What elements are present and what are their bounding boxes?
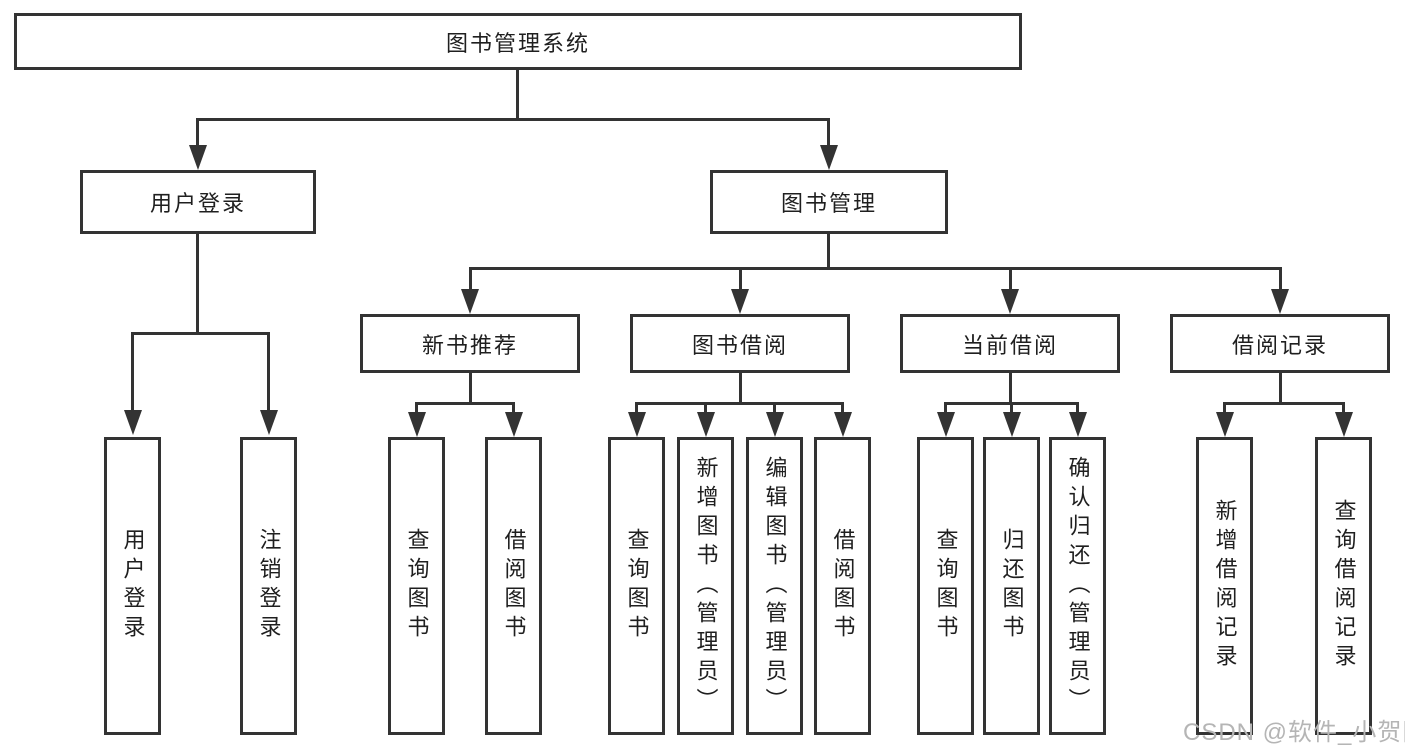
node-current-borrowing-label: 当前借阅 — [961, 332, 1058, 358]
node-book-borrowing-label: 图书借阅 — [691, 332, 788, 358]
connector-shaft-g3-3 — [773, 402, 776, 414]
arrowhead-g3-query-books — [628, 412, 646, 437]
connector-level3-shaft-4 — [1279, 267, 1282, 291]
connector-shaft-g5-2 — [1342, 402, 1345, 414]
node-new-book-recommendation: 新书推荐 — [360, 314, 580, 373]
leaf-query-books-recommend: 查询图书 — [388, 437, 445, 735]
connector-shaft-g4-3 — [1076, 402, 1079, 414]
node-user-login: 用户登录 — [80, 170, 316, 234]
leaf-query-books-recommend-label: 查询图书 — [404, 528, 430, 644]
arrowhead-g3-add-book — [697, 412, 715, 437]
connector-book-management-stem — [827, 234, 830, 270]
arrowhead-book-management — [820, 145, 838, 170]
leaf-borrow-books-recommend: 借阅图书 — [485, 437, 542, 735]
connector-level3-shaft-3 — [1009, 267, 1012, 291]
arrowhead-g5-query-record — [1335, 412, 1353, 437]
connector-borrowing-records-splitter — [1223, 402, 1345, 405]
node-borrowing-records-label: 借阅记录 — [1231, 332, 1328, 358]
connector-root-stem — [516, 70, 519, 120]
connector-user-login-stem — [196, 234, 199, 334]
leaf-logout: 注销登录 — [240, 437, 297, 735]
connector-shaft-g3-1 — [635, 402, 638, 414]
connector-user-login-splitter — [131, 332, 270, 335]
leaf-query-books-borrowing: 查询图书 — [608, 437, 665, 735]
leaf-borrow-books-recommend-label: 借阅图书 — [501, 528, 527, 644]
connector-current-borrowing-stem — [1009, 373, 1012, 405]
csdn-watermark: CSDN @软件_小贺同学 — [1183, 719, 1405, 746]
node-borrowing-records: 借阅记录 — [1170, 314, 1390, 373]
connector-user-login-shaft-1 — [131, 332, 134, 410]
leaf-query-borrow-record: 查询借阅记录 — [1315, 437, 1372, 735]
connector-level2-shaft-left — [196, 118, 199, 148]
arrowhead-leaf-user-login — [124, 410, 142, 435]
leaf-edit-book-admin-label: 编辑图书（管理员） — [762, 455, 788, 717]
node-book-borrowing: 图书借阅 — [630, 314, 850, 373]
connector-level3-shaft-2 — [739, 267, 742, 291]
connector-book-borrowing-stem — [739, 373, 742, 405]
arrowhead-current-borrowing — [1001, 289, 1019, 314]
arrowhead-g2-borrow-books — [505, 412, 523, 437]
connector-user-login-shaft-2 — [267, 332, 270, 410]
connector-shaft-g2-2 — [512, 402, 515, 414]
connector-new-book-stem — [469, 373, 472, 405]
arrowhead-g3-edit-book — [766, 412, 784, 437]
connector-level3-splitter — [469, 267, 1282, 270]
arrowhead-g3-borrow-books — [834, 412, 852, 437]
arrowhead-borrowing-records — [1271, 289, 1289, 314]
leaf-logout-label: 注销登录 — [256, 528, 282, 644]
connector-level2-shaft-right — [827, 118, 830, 148]
arrowhead-new-book-recommendation — [461, 289, 479, 314]
connector-shaft-g5-1 — [1223, 402, 1226, 414]
node-current-borrowing: 当前借阅 — [900, 314, 1120, 373]
leaf-confirm-return-admin: 确认归还（管理员） — [1049, 437, 1106, 735]
node-book-management: 图书管理 — [710, 170, 948, 234]
leaf-add-book-admin: 新增图书（管理员） — [677, 437, 734, 735]
connector-level2-splitter — [196, 118, 830, 121]
connector-book-borrowing-splitter — [635, 402, 844, 405]
leaf-return-book-label: 归还图书 — [999, 528, 1025, 644]
leaf-return-book: 归还图书 — [983, 437, 1040, 735]
leaf-borrow-books-borrowing-label: 借阅图书 — [830, 528, 856, 644]
leaf-query-books-current: 查询图书 — [917, 437, 974, 735]
arrowhead-g2-query-books — [408, 412, 426, 437]
node-book-management-label: 图书管理 — [780, 191, 877, 216]
connector-level3-shaft-1 — [469, 267, 472, 291]
node-root-label: 图书管理系统 — [445, 30, 590, 56]
connector-shaft-g4-1 — [944, 402, 947, 414]
node-root: 图书管理系统 — [14, 13, 1022, 70]
leaf-query-borrow-record-label: 查询借阅记录 — [1331, 499, 1357, 673]
arrowhead-g4-query-books — [937, 412, 955, 437]
leaf-query-books-current-label: 查询图书 — [933, 528, 959, 644]
arrowhead-g4-confirm-return — [1069, 412, 1087, 437]
connector-borrowing-records-stem — [1279, 373, 1282, 405]
leaf-add-book-admin-label: 新增图书（管理员） — [693, 455, 719, 717]
arrowhead-book-borrowing — [731, 289, 749, 314]
arrowhead-leaf-logout — [260, 410, 278, 435]
arrowhead-g5-add-record — [1216, 412, 1234, 437]
leaf-confirm-return-admin-label: 确认归还（管理员） — [1065, 455, 1091, 717]
connector-new-book-splitter — [415, 402, 515, 405]
connector-shaft-g3-4 — [841, 402, 844, 414]
leaf-add-borrow-record-label: 新增借阅记录 — [1212, 499, 1238, 673]
leaf-user-login: 用户登录 — [104, 437, 161, 735]
arrowhead-user-login — [189, 145, 207, 170]
connector-shaft-g4-2 — [1010, 402, 1013, 414]
connector-shaft-g2-1 — [415, 402, 418, 414]
leaf-borrow-books-borrowing: 借阅图书 — [814, 437, 871, 735]
leaf-edit-book-admin: 编辑图书（管理员） — [746, 437, 803, 735]
leaf-add-borrow-record: 新增借阅记录 — [1196, 437, 1253, 735]
node-user-login-label: 用户登录 — [149, 191, 246, 216]
node-new-book-recommendation-label: 新书推荐 — [421, 332, 518, 358]
leaf-query-books-borrowing-label: 查询图书 — [624, 528, 650, 644]
leaf-user-login-label: 用户登录 — [120, 528, 146, 644]
arrowhead-g4-return-book — [1003, 412, 1021, 437]
connector-shaft-g3-2 — [704, 402, 707, 414]
